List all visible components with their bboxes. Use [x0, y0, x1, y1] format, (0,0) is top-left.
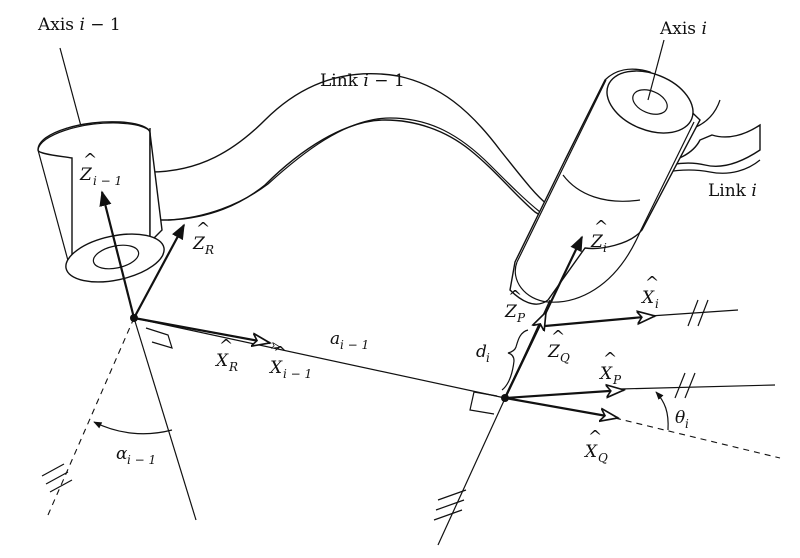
axis-prev-line [133, 317, 197, 521]
svg-text:i − 1: i − 1 [93, 174, 122, 188]
x-p-vector [504, 390, 624, 398]
svg-text:^: ^ [83, 150, 97, 170]
alpha-prev-label: α i − 1 [116, 444, 156, 467]
svg-text:P: P [612, 373, 622, 387]
z-i-label: ^ Z i [590, 217, 608, 255]
joint-i-cylinder-right-edge [639, 121, 695, 233]
svg-text:i: i [486, 351, 490, 365]
right-angle-mark-r [145, 327, 173, 349]
svg-text:d: d [476, 342, 487, 362]
x-r-label: ^ X R [214, 336, 238, 374]
svg-text:Q: Q [598, 451, 608, 465]
x-i-vector [544, 316, 655, 328]
z-prev-vector [99, 190, 136, 319]
x-p-label: ^ X P [598, 349, 622, 387]
svg-text:Z: Z [504, 302, 518, 322]
svg-text:Z: Z [547, 342, 561, 362]
joint-prev-cylinder-right-face [149, 132, 163, 244]
link-prev-lower-edge [167, 117, 541, 221]
svg-text:α: α [116, 444, 128, 464]
svg-text:^: ^ [588, 427, 602, 447]
joint-prev-cylinder-body [37, 121, 151, 263]
joint-prev-cylinder-left-edge [37, 149, 71, 269]
x-p-axis-line [619, 384, 776, 390]
svg-text:^: ^ [219, 336, 233, 356]
svg-text:R: R [204, 243, 214, 257]
common-normal-line [133, 317, 506, 399]
x-p-hatch [674, 372, 696, 399]
z-pq-vector [504, 312, 546, 399]
svg-text:i − 1: i − 1 [340, 338, 369, 352]
z-r-label: ^ Z R [192, 219, 214, 257]
axis-prev-line-top [59, 47, 83, 131]
link-prev-body [149, 73, 549, 222]
svg-text:P: P [516, 311, 526, 325]
axis-i-line-top [647, 39, 665, 101]
x-q-projection [614, 417, 781, 459]
joint-prev-cylinder-outline [37, 122, 151, 151]
joint-i-cylinder-hole [632, 89, 668, 115]
svg-text:^: ^ [508, 287, 522, 307]
link-prev-label: Link i − 1 [320, 71, 405, 91]
x-i-hatch [687, 299, 709, 327]
svg-text:i − 1: i − 1 [127, 453, 156, 467]
svg-text:^: ^ [273, 343, 287, 363]
axis-i-hatch [433, 489, 467, 521]
joint-i-cylinder-left-edge [516, 79, 607, 263]
joint-i-cylinder-band [562, 174, 641, 202]
d-i-label: d i [476, 342, 490, 365]
svg-text:Z: Z [192, 234, 206, 254]
svg-text:X: X [583, 442, 598, 462]
svg-text:^: ^ [603, 349, 617, 369]
theta-arc [655, 391, 669, 431]
svg-text:X: X [598, 364, 613, 384]
svg-text:R: R [228, 360, 238, 374]
z-r-vector [133, 223, 185, 319]
axis-prev-projection [47, 317, 135, 516]
svg-text:Q: Q [560, 351, 570, 365]
z-q-label: ^ Z Q [547, 327, 570, 365]
z-prev-label: ^ Z i − 1 [79, 150, 122, 188]
alpha-arc [93, 421, 173, 435]
origin-r-dot [130, 314, 138, 322]
x-r-vector [133, 316, 270, 343]
right-angle-mark-q [469, 391, 498, 415]
axis-prev-hatch [41, 463, 73, 493]
joint-prev-cylinder-bottom [65, 233, 165, 283]
svg-text:X: X [214, 351, 229, 371]
svg-text:^: ^ [645, 273, 659, 293]
svg-text:^: ^ [196, 219, 210, 239]
z-p-label: ^ Z P [504, 287, 526, 325]
svg-text:i: i [603, 241, 607, 255]
svg-text:Z: Z [590, 232, 604, 252]
svg-text:i: i [655, 297, 659, 311]
svg-text:X: X [268, 358, 283, 378]
x-q-vector [504, 396, 618, 418]
svg-text:^: ^ [594, 217, 608, 237]
axis-prev-label: Axis i − 1 [37, 15, 121, 35]
x-prev-label: ^ X i − 1 [268, 343, 312, 381]
svg-text:Z: Z [79, 165, 93, 185]
svg-text:X: X [640, 288, 655, 308]
a-prev-label: a i − 1 [330, 329, 369, 352]
svg-text:i − 1: i − 1 [283, 367, 312, 381]
svg-text:i: i [685, 417, 689, 431]
x-q-label: ^ X Q [583, 427, 608, 465]
theta-i-label: θ i [675, 408, 689, 431]
d-i-brace [501, 329, 529, 391]
axis-i-label: Axis i [659, 19, 707, 39]
joint-prev-cylinder-hole [92, 244, 140, 270]
svg-text:a: a [330, 329, 340, 349]
link-i-label: Link i [708, 181, 757, 201]
joint-i-cylinder-top [606, 70, 694, 134]
svg-text:θ: θ [675, 408, 685, 428]
origin-q-dot [501, 394, 509, 402]
svg-text:^: ^ [551, 327, 565, 347]
x-i-label: ^ X i [640, 273, 659, 311]
x-i-axis-line [649, 309, 739, 317]
